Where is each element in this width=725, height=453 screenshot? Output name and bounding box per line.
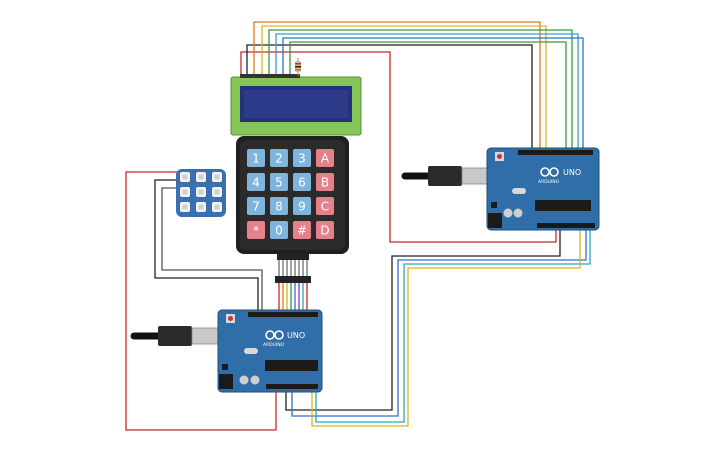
keypad-key-hash[interactable]: # xyxy=(293,221,311,239)
arduino-brand-right: ARDUINO xyxy=(538,179,560,185)
keypad-key-label: 1 xyxy=(252,152,260,166)
neopixel-matrix[interactable] xyxy=(176,169,226,217)
keypad-key-label: 8 xyxy=(275,200,283,214)
keypad-key-label: 5 xyxy=(275,176,283,190)
keypad-key-star[interactable]: * xyxy=(247,221,265,239)
keypad-key-label: 0 xyxy=(275,224,283,238)
keypad-key-label: 3 xyxy=(298,152,306,166)
keypad-key-b[interactable]: B xyxy=(316,173,334,191)
wire-black-uno-link[interactable] xyxy=(285,228,561,411)
wire-cyan-uno-link[interactable] xyxy=(315,228,591,423)
neopixel-cells xyxy=(180,172,222,212)
arduino-brand-left: ARDUINO xyxy=(263,342,285,348)
keypad-key-9[interactable]: 9 xyxy=(293,197,311,215)
keypad-key-4[interactable]: 4 xyxy=(247,173,265,191)
keypad-key-label: 9 xyxy=(298,200,306,214)
keypad-key-label: # xyxy=(297,224,307,238)
arduino-uno-right[interactable]: UNO ARDUINO xyxy=(401,147,600,231)
keypad-key-2[interactable]: 2 xyxy=(270,149,288,167)
wire-red-neopixel[interactable] xyxy=(125,171,277,431)
keypad-key-label: 7 xyxy=(252,200,260,214)
keypad-key-1[interactable]: 1 xyxy=(247,149,265,167)
neopixel-led-core xyxy=(214,174,220,180)
keypad-key-6[interactable]: 6 xyxy=(293,173,311,191)
neopixel-led-core xyxy=(198,174,204,180)
wire-black-lcd-right-uno[interactable] xyxy=(246,44,533,152)
keypad-key-label: A xyxy=(321,152,330,166)
keypad-key-label: 6 xyxy=(298,176,306,190)
keypad-key-3[interactable]: 3 xyxy=(293,149,311,167)
neopixel-led-core xyxy=(182,204,188,210)
neopixel-led-core xyxy=(214,189,220,195)
wire-green-lcd-right-uno[interactable] xyxy=(268,29,573,152)
wire-red-lcd-right-uno[interactable] xyxy=(240,51,557,243)
lcd-display[interactable] xyxy=(230,58,362,136)
wires xyxy=(125,21,591,431)
keypad-key-8[interactable]: 8 xyxy=(270,197,288,215)
wire-gray-neopixel[interactable] xyxy=(161,187,263,310)
keypad-ribbon xyxy=(278,260,308,276)
keypad-key-label: C xyxy=(321,200,329,214)
keypad-4x4[interactable]: 1 2 3 A 4 5 6 B 7 8 9 C * 0 # D xyxy=(236,136,349,283)
arduino-uno-left[interactable]: UNO ARDUINO xyxy=(130,309,323,393)
keypad-key-label: * xyxy=(253,224,259,238)
neopixel-led-core xyxy=(182,174,188,180)
keypad-key-label: D xyxy=(320,224,329,238)
wire-green2-lcd-right-uno[interactable] xyxy=(289,41,567,152)
keypad-keys: 1 2 3 A 4 5 6 B 7 8 9 C * 0 # D xyxy=(247,149,334,239)
neopixel-led-core xyxy=(198,204,204,210)
keypad-key-a[interactable]: A xyxy=(316,149,334,167)
wire-cyan-lcd-right-uno[interactable] xyxy=(275,33,579,152)
keypad-key-label: 4 xyxy=(252,176,260,190)
keypad-key-label: B xyxy=(321,176,329,190)
lcd-header-pins xyxy=(240,74,300,78)
usb-cable-left[interactable] xyxy=(130,326,219,346)
usb-cable-right[interactable] xyxy=(401,166,489,186)
keypad-ribbon-header xyxy=(275,276,311,283)
neopixel-led-core xyxy=(182,189,188,195)
wire-blue-lcd-right-uno[interactable] xyxy=(282,37,584,152)
neopixel-led-core xyxy=(198,189,204,195)
keypad-ribbon-wires xyxy=(278,282,308,310)
neopixel-led-core xyxy=(214,204,220,210)
keypad-ribbon-connector xyxy=(277,254,309,260)
keypad-key-7[interactable]: 7 xyxy=(247,197,265,215)
wire-yellow-uno-link[interactable] xyxy=(311,228,581,427)
wire-yellow-lcd-right-uno[interactable] xyxy=(261,25,547,152)
arduino-logo-left xyxy=(265,330,284,340)
wire-blue-uno-link[interactable] xyxy=(291,228,587,417)
uno-label-right: UNO xyxy=(563,168,581,177)
keypad-key-5[interactable]: 5 xyxy=(270,173,288,191)
keypad-key-0[interactable]: 0 xyxy=(270,221,288,239)
arduino-logo-right xyxy=(540,167,559,177)
uno-label-left: UNO xyxy=(287,331,305,340)
wire-black-neopixel[interactable] xyxy=(154,179,259,310)
keypad-key-d[interactable]: D xyxy=(316,221,334,239)
keypad-key-label: 2 xyxy=(275,152,283,166)
resistor[interactable] xyxy=(295,58,301,76)
keypad-key-c[interactable]: C xyxy=(316,197,334,215)
wire-orange-lcd-right-uno[interactable] xyxy=(253,21,541,152)
